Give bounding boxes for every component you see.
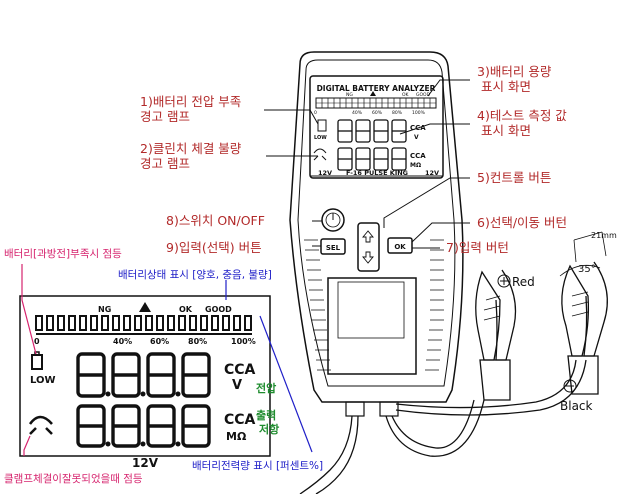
device-volt: V: [414, 134, 419, 141]
device-percent-40: 40%: [352, 110, 363, 116]
device-bar-mark-ng: NG: [346, 92, 353, 98]
callout-1: 1)배터리 전압 부족 경고 램프: [140, 94, 241, 124]
callout-6: 6)선택/이동 버턴: [477, 215, 567, 230]
callout-8-num: 8): [166, 213, 179, 228]
callout-1-line2: 경고 램프: [140, 109, 190, 124]
callout-6-num: 6): [477, 215, 490, 230]
callout-2-line1: 클린치 체결 불량: [152, 141, 242, 156]
callout-4-line1: 테스트 측정 값: [489, 108, 567, 123]
lcd-bar-mark-ng: NG: [98, 305, 111, 314]
device-ohm: MΩ: [410, 162, 421, 169]
callout-7: 7)입력 버턴: [446, 240, 509, 255]
annotation-status: 배터리상태 표시 [양호, 충음, 불량]: [118, 269, 272, 281]
lcd-bar-mark-ok: OK: [179, 305, 193, 314]
callout-5: 5)컨트롤 버튼: [477, 170, 551, 185]
lcd-percent-0: 0: [34, 337, 40, 346]
lcd-ohm: MΩ: [226, 430, 247, 443]
lcd-percent-80: 80%: [188, 337, 207, 346]
red-label: Red: [512, 275, 535, 289]
analyzer-body: [289, 51, 464, 417]
device-cca-2: CCA: [410, 152, 426, 160]
device-warning-triangle-icon: [370, 91, 376, 96]
callout-7-num: 7): [446, 240, 459, 255]
lcd-volt: V: [232, 378, 242, 393]
callout-3-num: 3): [477, 64, 490, 79]
device-percent-100: 100%: [412, 110, 426, 116]
lcd-bar-mark-good: GOOD: [205, 305, 232, 314]
callout-9-line1: 입력(선택) 버튼: [178, 240, 262, 255]
width-label: 21mm: [591, 231, 617, 240]
ok-button[interactable]: OK: [394, 243, 406, 251]
callout-4-num: 4): [477, 108, 490, 123]
enlarged-lcd-decimals: [105, 391, 181, 447]
callout-9-num: 9): [166, 240, 179, 255]
callout-4: 4)테스트 측정 값 표시 화면: [477, 108, 567, 138]
annotation-resistance: 저항: [259, 423, 280, 436]
plus-symbol-cross: [500, 277, 508, 285]
callout-2: 2)클린치 체결 불량 경고 램프: [140, 141, 241, 171]
annotation-clamp: 클램프체결이잘못되었을때 점등: [4, 473, 143, 485]
annotation-percent: 배터리전력량 표시 [퍼센트%]: [192, 460, 324, 472]
black-clamp: [559, 231, 608, 395]
device-percent-60: 60%: [372, 110, 383, 116]
device-12v-right: 12V: [425, 169, 439, 177]
annotation-lines: [21, 264, 313, 456]
leader-lines: [264, 79, 470, 249]
lcd-percent-40: 40%: [113, 337, 132, 346]
device-percent-0: 0: [314, 110, 317, 116]
callout-1-num: 1): [140, 94, 153, 109]
angle-label: 35°: [578, 264, 596, 275]
callout-5-num: 5): [477, 170, 490, 185]
device-bar-mark-ok: OK: [402, 92, 410, 98]
callout-3-line2: 표시 화면: [481, 79, 531, 94]
red-clamp: [475, 269, 517, 401]
cables: [299, 359, 587, 494]
callout-7-line1: 입력 버턴: [458, 240, 509, 255]
callout-3: 3)배터리 용량 표시 화면: [477, 64, 551, 94]
callout-2-num: 2): [140, 141, 153, 156]
black-label: Black: [560, 399, 593, 413]
callout-4-line2: 표시 화면: [481, 123, 531, 138]
device-12v-left: 12V: [318, 169, 332, 177]
annotation-voltage: 전압: [256, 382, 277, 395]
device-model: F-16 PULSE KING: [346, 169, 408, 177]
lcd-12v: 12V: [132, 456, 159, 470]
callout-3-line1: 배터리 용량: [489, 64, 552, 79]
lcd-cca-2: CCA: [224, 412, 256, 428]
lcd-percent-60: 60%: [150, 337, 169, 346]
callout-1-line1: 배터리 전압 부족: [152, 94, 242, 109]
device-low: LOW: [314, 135, 327, 141]
sel-button[interactable]: SEL: [326, 244, 341, 252]
device-percent-80: 80%: [392, 110, 403, 116]
callout-8: 8)스위치 ON/OFF: [166, 213, 265, 228]
callout-2-line2: 경고 램프: [140, 156, 190, 171]
callout-6-line1: 선택/이동 버턴: [489, 215, 568, 230]
lcd-percent-100: 100%: [231, 337, 256, 346]
enlarged-lcd: [19, 295, 271, 457]
device-title: DIGITAL BATTERY ANALYZER: [317, 84, 436, 93]
minus-symbol-icon: [563, 379, 577, 393]
device-bar-mark-good: GOOD: [416, 92, 431, 98]
callout-9: 9)입력(선택) 버튼: [166, 240, 262, 255]
callout-8-line1: 스위치 ON/OFF: [178, 213, 265, 228]
lcd-cca-1: CCA: [224, 362, 256, 378]
lcd-warning-triangle-icon: [139, 302, 151, 312]
annotation-low-lamp: 배터리[과방전]부족시 점등: [4, 248, 122, 260]
plus-symbol-icon: [497, 274, 511, 288]
callout-5-line1: 컨트롤 버튼: [489, 170, 552, 185]
annotation-output: 출력: [256, 409, 277, 422]
lcd-low: LOW: [30, 375, 56, 386]
